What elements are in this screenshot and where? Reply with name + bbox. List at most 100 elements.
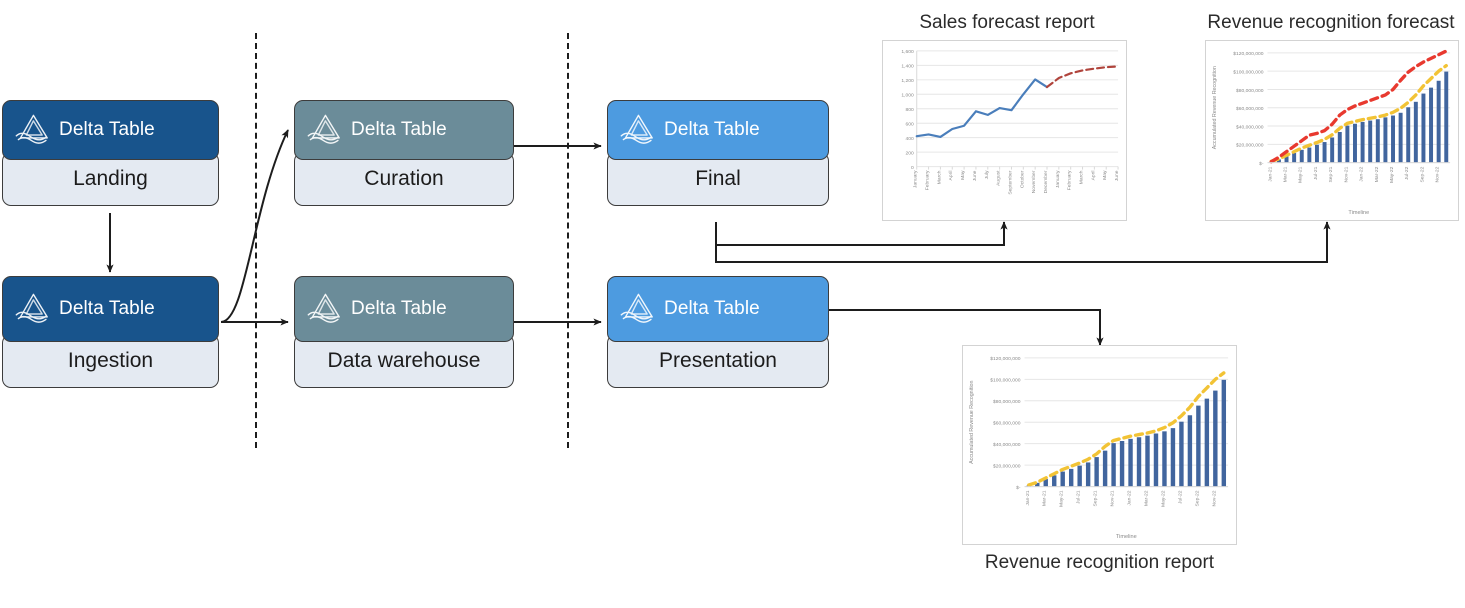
node-landing[interactable]: Landing Delta Table xyxy=(2,100,219,213)
node-data-warehouse-body-label: Data warehouse xyxy=(327,349,481,372)
svg-text:$100,000,000: $100,000,000 xyxy=(990,378,1020,384)
svg-text:February: February xyxy=(925,170,931,190)
node-presentation-head-label: Delta Table xyxy=(664,298,760,319)
wire-presentation-to-revenue-report xyxy=(829,309,1104,346)
svg-text:April: April xyxy=(1090,171,1096,181)
svg-text:Sep-22: Sep-22 xyxy=(1194,490,1200,506)
chart-title-sales-forecast: Sales forecast report xyxy=(919,12,1095,33)
svg-text:$80,000,000: $80,000,000 xyxy=(993,399,1021,405)
svg-text:1,600: 1,600 xyxy=(901,49,914,55)
svg-text:Accumulated Revenue Recognitio: Accumulated Revenue Recognition xyxy=(969,381,975,464)
svg-text:$40,000,000: $40,000,000 xyxy=(1236,124,1264,130)
svg-text:400: 400 xyxy=(905,136,914,142)
node-final-body: Final xyxy=(607,152,829,206)
svg-text:Timeline: Timeline xyxy=(1348,210,1369,216)
svg-text:Mar-22: Mar-22 xyxy=(1143,490,1149,506)
svg-text:$80,000,000: $80,000,000 xyxy=(1236,88,1264,94)
node-final-body-label: Final xyxy=(695,167,741,190)
svg-text:$20,000,000: $20,000,000 xyxy=(993,464,1021,470)
node-curation-head: Delta Table xyxy=(294,100,514,160)
svg-text:600: 600 xyxy=(905,122,914,128)
svg-text:September: September xyxy=(1007,170,1013,194)
svg-text:Mar-22: Mar-22 xyxy=(1374,166,1380,182)
stage-separator-2 xyxy=(567,33,569,448)
svg-text:0: 0 xyxy=(911,165,914,171)
svg-text:Jul-21: Jul-21 xyxy=(1313,166,1319,180)
svg-text:May-21: May-21 xyxy=(1059,490,1065,507)
svg-text:Jan-21: Jan-21 xyxy=(1025,490,1031,505)
chart-title-revenue-report: Revenue recognition report xyxy=(984,552,1215,573)
node-presentation-body-label: Presentation xyxy=(659,349,777,372)
chart-title-revenue-forecast: Revenue recognition forecast xyxy=(1207,12,1455,33)
chart-card-revenue-forecast[interactable]: $-$20,000,000$40,000,000$60,000,000$80,0… xyxy=(1205,40,1459,221)
node-final-head: Delta Table xyxy=(607,100,829,160)
svg-text:1,000: 1,000 xyxy=(901,93,914,99)
svg-text:$120,000,000: $120,000,000 xyxy=(1233,51,1264,57)
node-curation-head-label: Delta Table xyxy=(351,119,447,140)
delta-lake-icon xyxy=(620,293,653,323)
svg-text:May-21: May-21 xyxy=(1298,166,1304,183)
node-curation-body-label: Curation xyxy=(364,167,444,190)
svg-text:Mar-21: Mar-21 xyxy=(1042,490,1048,506)
stage-separator-1 xyxy=(255,33,257,448)
node-landing-body: Landing xyxy=(2,152,219,206)
chart-card-revenue-report[interactable]: $- $20,000,000 $40,000,000 $60,000,000 $80,0… xyxy=(962,345,1237,545)
node-data-warehouse-head: Delta Table xyxy=(294,276,514,342)
svg-text:Nov-21: Nov-21 xyxy=(1343,166,1349,182)
svg-text:$-: $- xyxy=(1016,485,1021,491)
svg-text:1,200: 1,200 xyxy=(901,78,914,84)
svg-text:March: March xyxy=(936,170,942,184)
node-final-head-label: Delta Table xyxy=(664,119,760,140)
svg-text:April: April xyxy=(948,171,954,181)
node-landing-head: Delta Table xyxy=(2,100,219,160)
svg-text:November: November xyxy=(1031,170,1037,193)
node-data-warehouse-body: Data warehouse xyxy=(294,334,514,388)
svg-text:Nov-21: Nov-21 xyxy=(1110,490,1116,506)
svg-text:$40,000,000: $40,000,000 xyxy=(993,442,1021,448)
svg-text:January: January xyxy=(1055,170,1061,188)
delta-lake-icon xyxy=(307,114,340,144)
svg-text:Sep-22: Sep-22 xyxy=(1419,166,1425,182)
node-curation-body: Curation xyxy=(294,152,514,206)
wire-final-to-sales-forecast xyxy=(715,221,1008,246)
node-curation[interactable]: Curation Delta Table xyxy=(294,100,514,213)
svg-text:$100,000,000: $100,000,000 xyxy=(1233,70,1264,76)
svg-text:May: May xyxy=(1102,170,1108,180)
delta-lake-icon xyxy=(15,114,48,144)
svg-text:May-22: May-22 xyxy=(1160,490,1166,507)
svg-text:Nov-22: Nov-22 xyxy=(1211,490,1217,506)
node-final[interactable]: Final Delta Table xyxy=(607,100,829,213)
node-presentation[interactable]: Presentation Delta Table xyxy=(607,276,829,396)
svg-text:July: July xyxy=(984,170,990,179)
svg-text:Jul-21: Jul-21 xyxy=(1076,490,1082,504)
node-ingestion-head: Delta Table xyxy=(2,276,219,342)
chart-revenue-report: $- $20,000,000 $40,000,000 $60,000,000 $80,0… xyxy=(969,356,1229,540)
node-landing-body-label: Landing xyxy=(73,167,148,190)
svg-text:Jan-22: Jan-22 xyxy=(1127,490,1133,505)
svg-text:February: February xyxy=(1067,170,1073,190)
svg-text:May-22: May-22 xyxy=(1389,166,1395,183)
svg-text:March: March xyxy=(1079,170,1085,184)
svg-text:June: June xyxy=(972,170,978,181)
svg-text:$60,000,000: $60,000,000 xyxy=(993,421,1021,427)
svg-text:Jan-22: Jan-22 xyxy=(1359,166,1365,181)
svg-text:August: August xyxy=(996,170,1002,186)
svg-text:Jan-21: Jan-21 xyxy=(1267,166,1273,181)
node-ingestion-body: Ingestion xyxy=(2,334,219,388)
svg-text:Accumulated Revenue Recognitio: Accumulated Revenue Recognition xyxy=(1212,66,1218,149)
chart-revenue-forecast: $-$20,000,000$40,000,000$60,000,000$80,0… xyxy=(1212,49,1451,216)
node-data-warehouse-head-label: Delta Table xyxy=(351,298,447,319)
delta-lake-icon xyxy=(620,114,653,144)
node-ingestion[interactable]: Ingestion Delta Table xyxy=(2,276,219,396)
svg-text:May: May xyxy=(960,170,966,180)
node-data-warehouse[interactable]: Data warehouse Delta Table xyxy=(294,276,514,396)
node-landing-head-label: Delta Table xyxy=(59,119,155,140)
svg-text:$20,000,000: $20,000,000 xyxy=(1236,143,1264,149)
svg-text:Sep-21: Sep-21 xyxy=(1328,166,1334,182)
svg-text:1,400: 1,400 xyxy=(901,64,914,70)
node-ingestion-head-label: Delta Table xyxy=(59,298,155,319)
delta-lake-icon xyxy=(15,293,48,323)
